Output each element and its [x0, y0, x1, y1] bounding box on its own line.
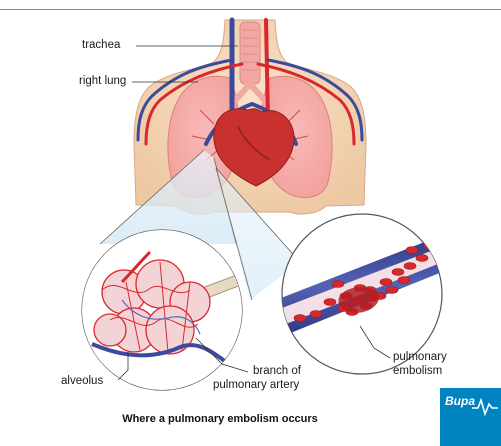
label-embolism: embolism — [393, 365, 442, 378]
label-branch-of: branch of — [253, 365, 301, 378]
label-alveolus: alveolus — [61, 375, 103, 388]
heartbeat-icon — [472, 396, 498, 416]
label-trachea: trachea — [82, 39, 120, 52]
bupa-logo-text: Bupa — [445, 394, 475, 408]
label-pulmonary-artery: pulmonary artery — [213, 379, 299, 392]
figure-caption: Where a pulmonary embolism occurs — [0, 413, 440, 425]
label-pulmonary: pulmonary — [393, 351, 447, 364]
embolism-zoom-circle — [276, 214, 452, 374]
label-right-lung: right lung — [79, 75, 126, 88]
